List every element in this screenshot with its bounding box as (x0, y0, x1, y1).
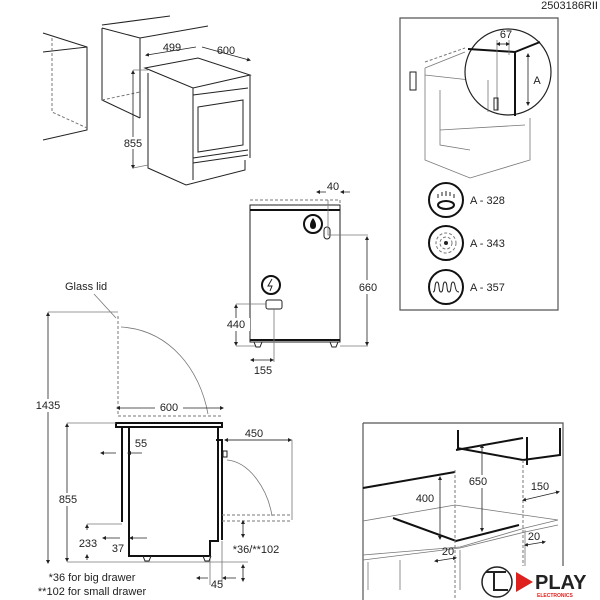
dim-55: 55 (135, 438, 147, 450)
dim-450: 450 (245, 428, 263, 440)
dim-600-side: 600 (160, 402, 178, 414)
glass-lid-label: Glass lid (65, 281, 107, 293)
logo-text: PLAY (535, 572, 587, 594)
note-big-drawer: *36 for big drawer (49, 572, 136, 584)
dim-660: 660 (359, 282, 377, 294)
electric-socket (265, 299, 283, 310)
dim-150: 150 (531, 481, 549, 493)
dim-600: 600 (217, 45, 235, 57)
dim-20-right: 20 (528, 531, 540, 543)
dim-45: 45 (211, 579, 223, 591)
type-label: A - 328 (470, 195, 505, 207)
brand-logo: PLAY ELECTRONICS (480, 566, 600, 600)
dim-1435: 1435 (36, 400, 60, 412)
electric-bolt-icon (261, 275, 281, 295)
dim-855-side: 855 (59, 494, 77, 506)
heating-coil-icon (428, 269, 464, 305)
anti-tilt-panel: 67 A A - 328 A - 343 A - 357 (399, 17, 559, 311)
gas-burner-icon (428, 182, 464, 218)
fan-oven-icon (428, 225, 464, 261)
dim-67: 67 (500, 29, 512, 41)
gas-connector (323, 226, 331, 240)
dim-650: 650 (469, 476, 487, 488)
dim-20-left: 20 (442, 546, 454, 558)
dim-400: 400 (416, 493, 434, 505)
dim-440: 440 (227, 319, 245, 331)
gas-flame-icon-glyph (310, 218, 316, 229)
dim-155: 155 (254, 365, 272, 377)
side-view: Glass lid 1435 600 450 55 855 233 37 * (34, 281, 293, 598)
dim-233: 233 (79, 538, 97, 550)
type-label: A - 357 (470, 282, 505, 294)
note-small-drawer: **102 for small drawer (38, 586, 147, 598)
gas-flame-icon (303, 214, 323, 234)
dim-499: 499 (163, 42, 181, 54)
perspective-view: 499 600 855 (42, 15, 252, 186)
dim-37: 37 (112, 543, 124, 555)
logo-subtext: ELECTRONICS (537, 593, 574, 599)
type-label: A - 343 (470, 238, 505, 250)
type-fan: A - 343 (428, 225, 505, 261)
play-triangle-icon (516, 572, 533, 592)
type-gas: A - 328 (428, 182, 505, 218)
rear-view: 40 660 440 155 (222, 181, 381, 377)
bracket-icon (409, 71, 417, 91)
dim-a: A (533, 75, 541, 87)
drawer-label: *36/**102 (233, 544, 280, 556)
type-electric: A - 357 (428, 269, 505, 305)
dim-40: 40 (327, 181, 339, 193)
dim-855: 855 (124, 138, 142, 150)
drawing-code: 2503186RII (541, 0, 598, 12)
